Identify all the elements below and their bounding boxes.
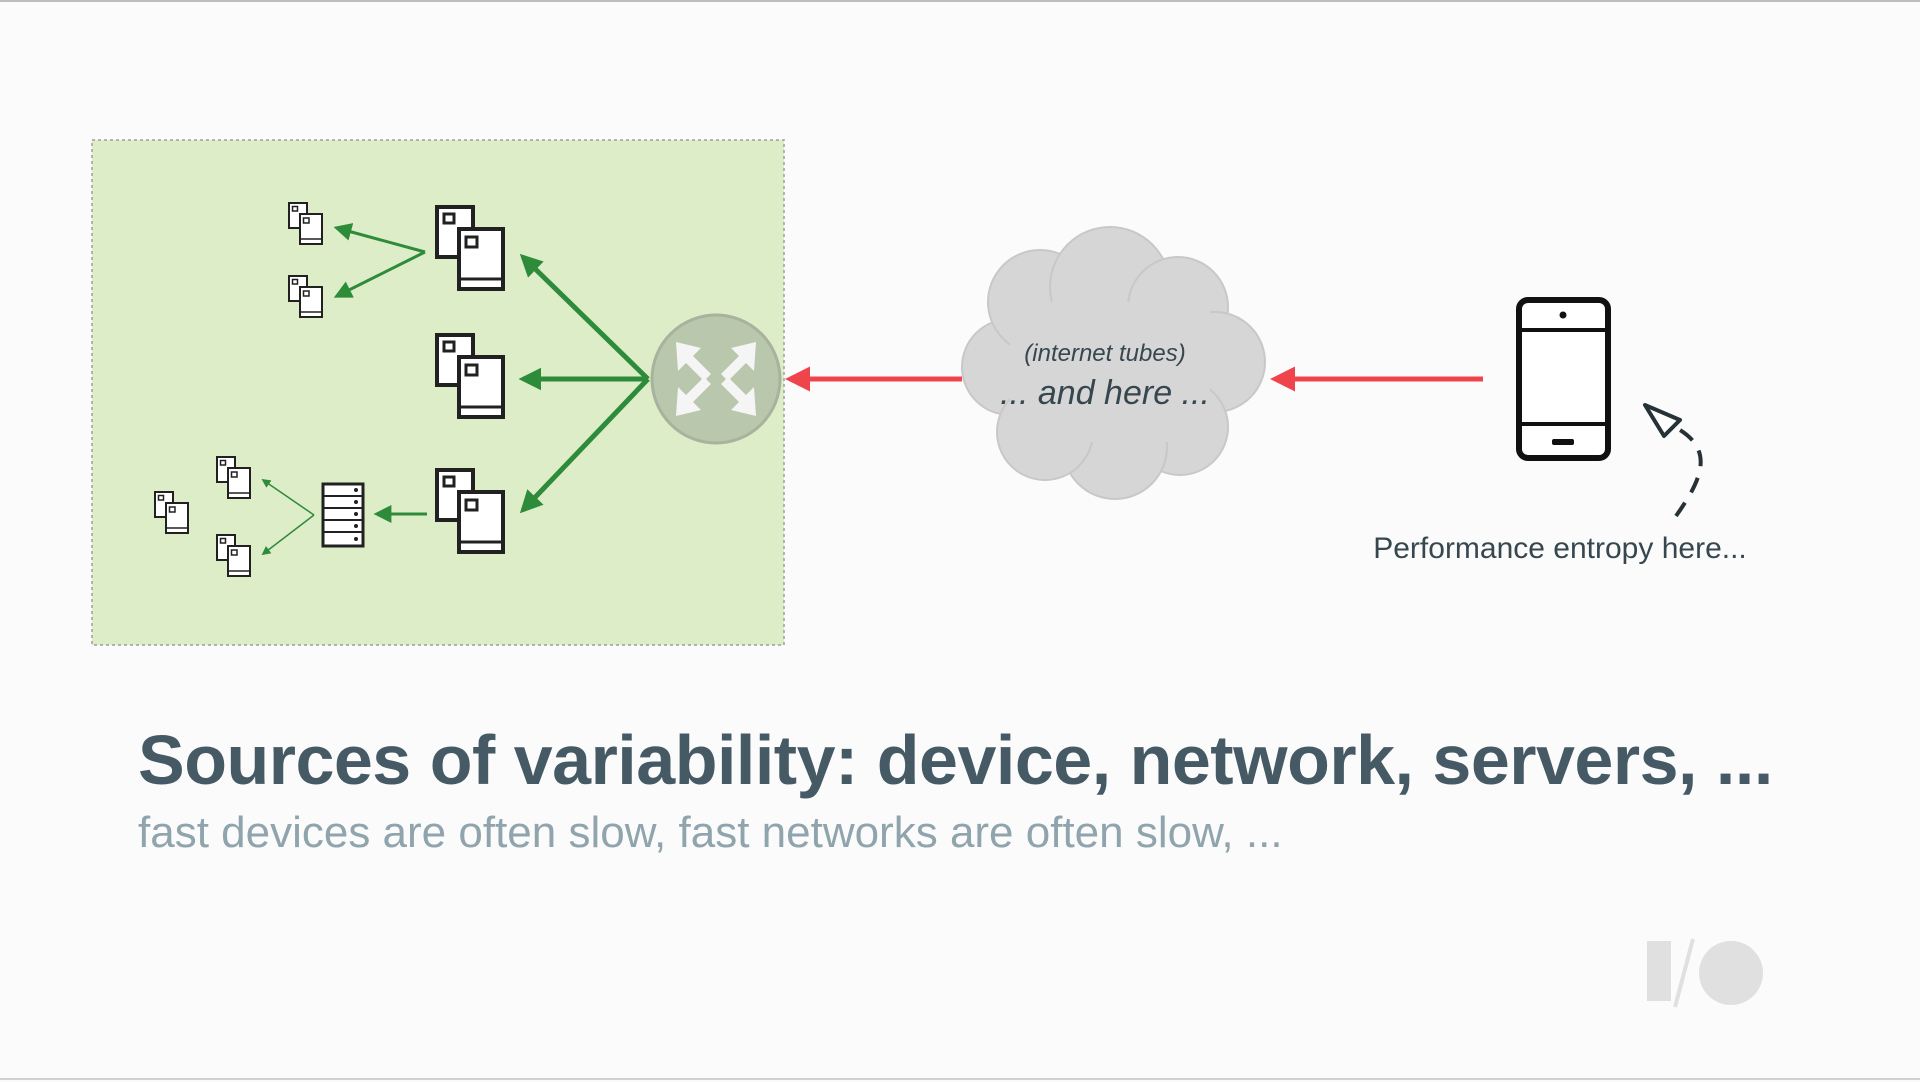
smartphone-icon <box>1516 297 1611 461</box>
small-green-arrows <box>261 223 427 556</box>
load-balancer-arrows <box>518 253 650 514</box>
divider <box>0 1078 1920 1080</box>
server-rack-icon <box>321 482 365 548</box>
device-entropy-label: Performance entropy here... <box>1373 532 1747 565</box>
slide-title: Sources of variability: device, network,… <box>138 721 1773 799</box>
io-logo-icon <box>1647 938 1763 1008</box>
cloud-icon <box>961 226 1266 500</box>
load-balancer-icon <box>650 313 782 445</box>
dashed-curved-arrow <box>1643 403 1703 518</box>
slide-subtitle: fast devices are often slow, fast networ… <box>138 808 1283 857</box>
cloud-label-small: (internet tubes) <box>1024 340 1186 367</box>
cloud-label-large: ... and here ... <box>1000 374 1210 412</box>
